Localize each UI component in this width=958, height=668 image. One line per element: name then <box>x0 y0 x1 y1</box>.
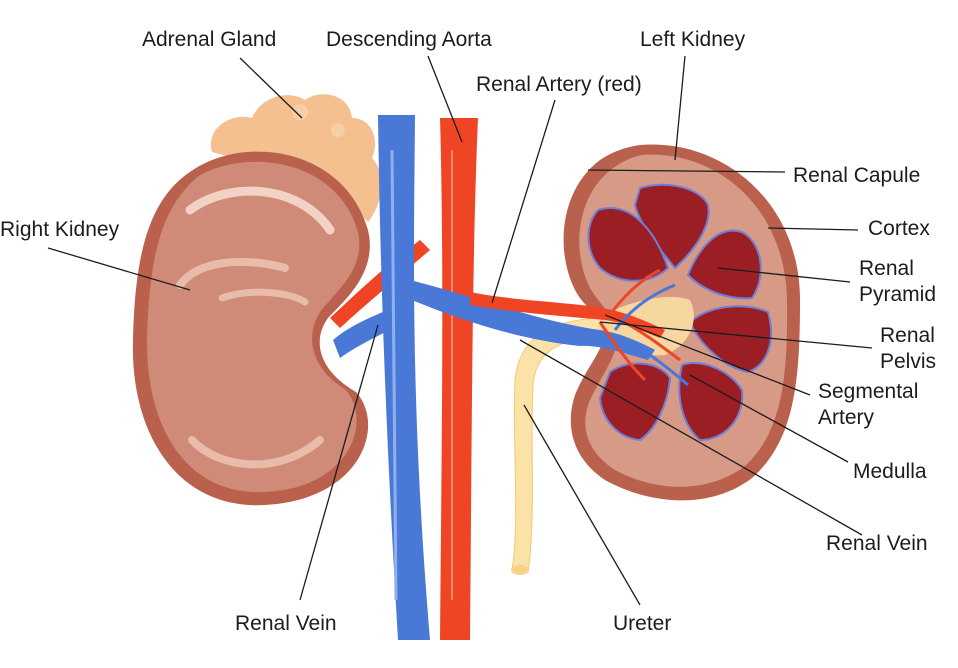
left-kidney <box>563 144 800 501</box>
left-renal-artery <box>470 292 665 338</box>
leader-lines <box>47 55 873 606</box>
label-renal-artery: Renal Artery (red) <box>476 73 642 96</box>
label-descending-aorta: Descending Aorta <box>326 28 492 51</box>
label-segmental-artery-line2: Artery <box>818 406 875 429</box>
label-renal-pyramid-line1: Renal <box>859 257 914 280</box>
label-medulla: Medulla <box>853 460 927 483</box>
label-renal-vein-left: Renal Vein <box>826 532 928 555</box>
descending-aorta <box>440 118 478 640</box>
label-renal-pelvis-line2: Pelvis <box>880 350 937 373</box>
label-renal-vein-right: Renal Vein <box>235 612 337 635</box>
label-renal-pyramid-line2: Pyramid <box>859 283 937 306</box>
right-kidney <box>132 151 370 506</box>
label-adrenal-gland: Adrenal Gland <box>142 28 277 51</box>
label-ureter: Ureter <box>613 612 672 635</box>
label-right-kidney: Right Kidney <box>0 218 120 241</box>
label-left-kidney: Left Kidney <box>640 28 746 51</box>
ureter <box>511 317 606 575</box>
label-renal-pelvis-line1: Renal <box>880 324 935 347</box>
label-segmental-artery-line1: Segmental <box>818 380 919 403</box>
label-renal-capsule: Renal Capule <box>793 164 921 187</box>
vena-cava <box>378 115 430 640</box>
label-cortex: Cortex <box>868 217 930 240</box>
